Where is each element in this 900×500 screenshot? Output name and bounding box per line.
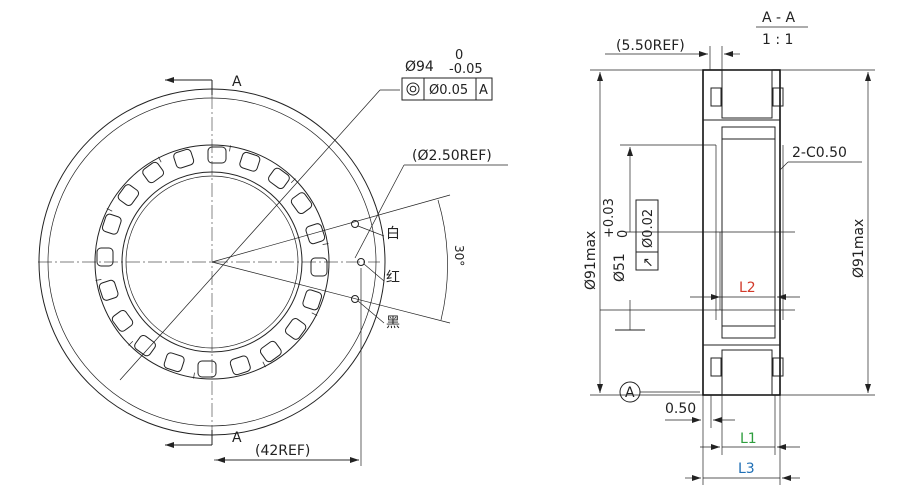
wire-label-white: 白 bbox=[386, 226, 400, 242]
top-magnet-block bbox=[721, 69, 773, 119]
wire-hole-red bbox=[357, 258, 365, 266]
runout-frame: ↗ Ø0.02 bbox=[635, 199, 659, 271]
section-view: A - A 1 : 1 bbox=[583, 10, 875, 485]
step-dim: 0.50 bbox=[665, 401, 696, 417]
front-view: A A Ø94 0 -0.05 Ø0.05 A (Ø2.50REF) 30° bbox=[38, 48, 508, 466]
bottom-magnet-block bbox=[721, 349, 773, 396]
section-title: A - A bbox=[762, 10, 796, 26]
top-sleeve-strip bbox=[721, 126, 776, 140]
wire-label-red: 红 bbox=[386, 270, 400, 286]
angle-line-top bbox=[211, 194, 451, 263]
wire-label-black: 黑 bbox=[386, 315, 400, 331]
l1-label: L1 bbox=[740, 431, 757, 447]
outer-dia-lower: -0.05 bbox=[449, 62, 483, 77]
section-outline bbox=[702, 69, 781, 396]
outer-dia-right: Ø91max bbox=[851, 219, 867, 278]
runout-icon: ↗ bbox=[641, 257, 656, 268]
wire-hole-white bbox=[351, 220, 359, 228]
concentricity-icon bbox=[406, 82, 420, 96]
runout-tolerance: Ø0.02 bbox=[641, 209, 656, 248]
magnet-ring-outer bbox=[94, 144, 330, 380]
segment-ticks bbox=[95, 145, 329, 379]
outer-chamfer-circle bbox=[47, 97, 377, 427]
chamfer-note: 2-C0.50 bbox=[792, 145, 847, 161]
concentricity-datum: A bbox=[479, 83, 488, 98]
bore-upper: +0.03 bbox=[602, 198, 617, 238]
bore-chamfer-circle bbox=[125, 175, 299, 349]
l3-label: L3 bbox=[738, 461, 755, 477]
l2-label: L2 bbox=[739, 280, 756, 296]
wire-hole-black bbox=[351, 295, 359, 303]
diameter-leader bbox=[119, 89, 381, 381]
angle-value: 30° bbox=[452, 245, 466, 266]
top-ref-dim: (5.50REF) bbox=[616, 38, 685, 54]
datum-label: A bbox=[625, 385, 635, 401]
hole-dia-note: (Ø2.50REF) bbox=[412, 148, 492, 164]
outer-dia-left: Ø91max bbox=[583, 231, 599, 290]
outer-dia-upper: 0 bbox=[455, 48, 463, 63]
angle-line-bottom bbox=[211, 261, 451, 324]
section-label-top: A bbox=[232, 74, 242, 90]
bore-circle bbox=[121, 171, 303, 353]
bore-dia: Ø51 bbox=[612, 253, 628, 282]
concentricity-tolerance: Ø0.05 bbox=[429, 83, 468, 98]
coil-segments bbox=[96, 146, 328, 378]
section-label-bottom: A bbox=[232, 430, 242, 446]
concentricity-frame: Ø0.05 A bbox=[401, 77, 493, 101]
bore-lower: 0 bbox=[616, 230, 631, 238]
angle-arc bbox=[437, 199, 448, 321]
outer-dia-value: Ø94 bbox=[405, 59, 434, 75]
section-scale: 1 : 1 bbox=[762, 32, 793, 48]
width-ref-dim: (42REF) bbox=[255, 443, 310, 459]
bottom-sleeve-strip bbox=[721, 325, 776, 339]
